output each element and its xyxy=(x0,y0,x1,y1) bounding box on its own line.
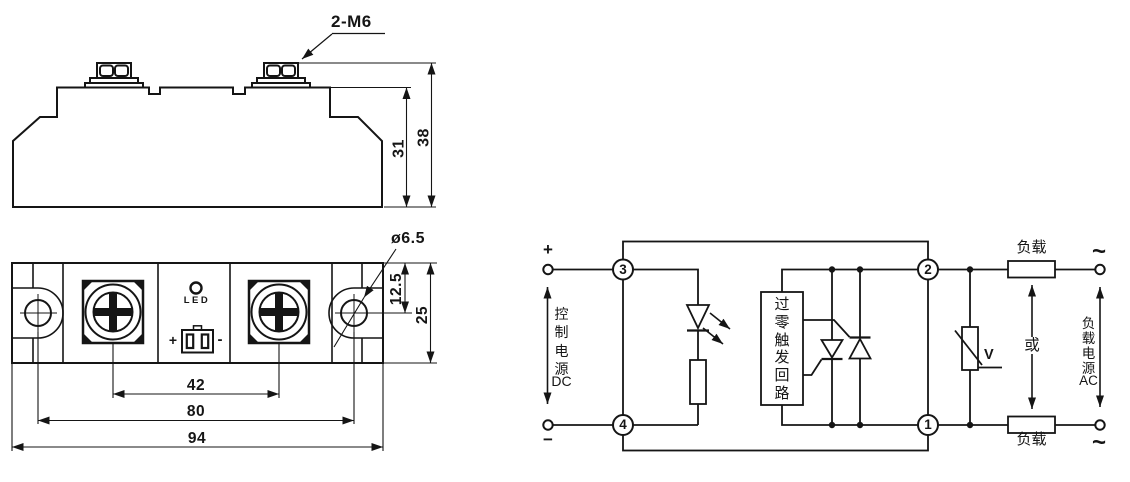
circuit-diagram xyxy=(542,240,1106,452)
side-view-outline xyxy=(12,86,383,208)
screw-terminal-left xyxy=(81,279,145,345)
light-emission-arrow xyxy=(709,312,731,330)
connector-plus-label: + xyxy=(168,332,178,348)
light-emission-arrow xyxy=(702,327,724,345)
scr-left-icon xyxy=(819,339,845,360)
led-label: LED xyxy=(183,294,211,306)
bolt-callout-label: 2-M6 xyxy=(331,12,372,31)
trigger-box-label: 过零触发回路 xyxy=(774,296,790,402)
input-led-branch xyxy=(633,268,731,426)
terminal-3-label: 3 xyxy=(619,261,627,277)
dim-label-38: 38 xyxy=(415,127,433,147)
control-supply-label: 控制电源 xyxy=(554,306,569,378)
dc-minus-label: − xyxy=(543,430,553,449)
bolt-callout-leader xyxy=(301,32,385,60)
dc-plus-terminal xyxy=(542,263,554,276)
dim-label-42: 42 xyxy=(186,376,206,394)
or-label: 或 xyxy=(1023,336,1041,354)
bolt-terminal-left xyxy=(84,62,144,89)
terminal-1-label: 1 xyxy=(924,417,932,432)
body-outline xyxy=(11,262,384,364)
control-supply-type-label: DC xyxy=(551,373,572,389)
control-connector xyxy=(181,325,214,354)
led-diode-icon xyxy=(685,304,711,331)
connector-minus-label: - xyxy=(217,331,223,348)
top-view-dimensions xyxy=(11,248,437,451)
screw-terminal-right xyxy=(247,279,311,345)
dim-label-31: 31 xyxy=(390,138,408,158)
numbered-terminals xyxy=(612,258,939,436)
load-supply-type-label: AC xyxy=(1079,372,1098,388)
side-view xyxy=(12,32,436,208)
dc-input xyxy=(542,263,616,431)
ac-symbol-bottom: ~ xyxy=(1091,429,1106,456)
resistor xyxy=(689,359,707,405)
dc-minus-terminal xyxy=(542,419,554,431)
terminal-4-label: 4 xyxy=(619,417,627,432)
dim-label-94: 94 xyxy=(187,429,207,447)
ssr-enclosure xyxy=(622,240,929,452)
section-dividers xyxy=(62,263,333,363)
scr-left-gate xyxy=(803,359,823,376)
ac-terminal-bottom xyxy=(1094,419,1106,431)
top-view xyxy=(11,248,437,451)
terminal-2-label: 2 xyxy=(924,261,932,277)
dim-label-25: 25 xyxy=(413,305,431,325)
load-box-bottom xyxy=(1007,415,1056,434)
load-box-top xyxy=(1007,260,1056,279)
varistor xyxy=(954,269,1002,425)
ac-terminal-top xyxy=(1094,263,1106,276)
dim-label-80: 80 xyxy=(186,402,206,420)
scr-pair xyxy=(803,266,873,429)
ac-output xyxy=(938,260,1106,434)
scr-right-icon xyxy=(847,337,873,360)
led-indicator-circle xyxy=(189,281,203,295)
dc-plus-label: + xyxy=(543,240,553,259)
scr-right-gate xyxy=(803,319,851,338)
side-view-dimensions xyxy=(298,62,436,208)
bolt-terminal-right xyxy=(251,62,311,89)
load-supply-label: 负载电源 xyxy=(1081,315,1096,377)
hole-callout-leader xyxy=(363,248,397,298)
dim-label-12-5: 12.5 xyxy=(388,272,405,306)
ac-symbol-top: ~ xyxy=(1091,238,1106,265)
hole-callout-label: ø6.5 xyxy=(391,230,426,247)
varistor-label: V xyxy=(984,347,994,363)
load-label-top: 负载 xyxy=(1016,239,1047,256)
mounting-ear-left xyxy=(12,263,64,363)
load-label-bottom: 负载 xyxy=(1016,430,1047,448)
